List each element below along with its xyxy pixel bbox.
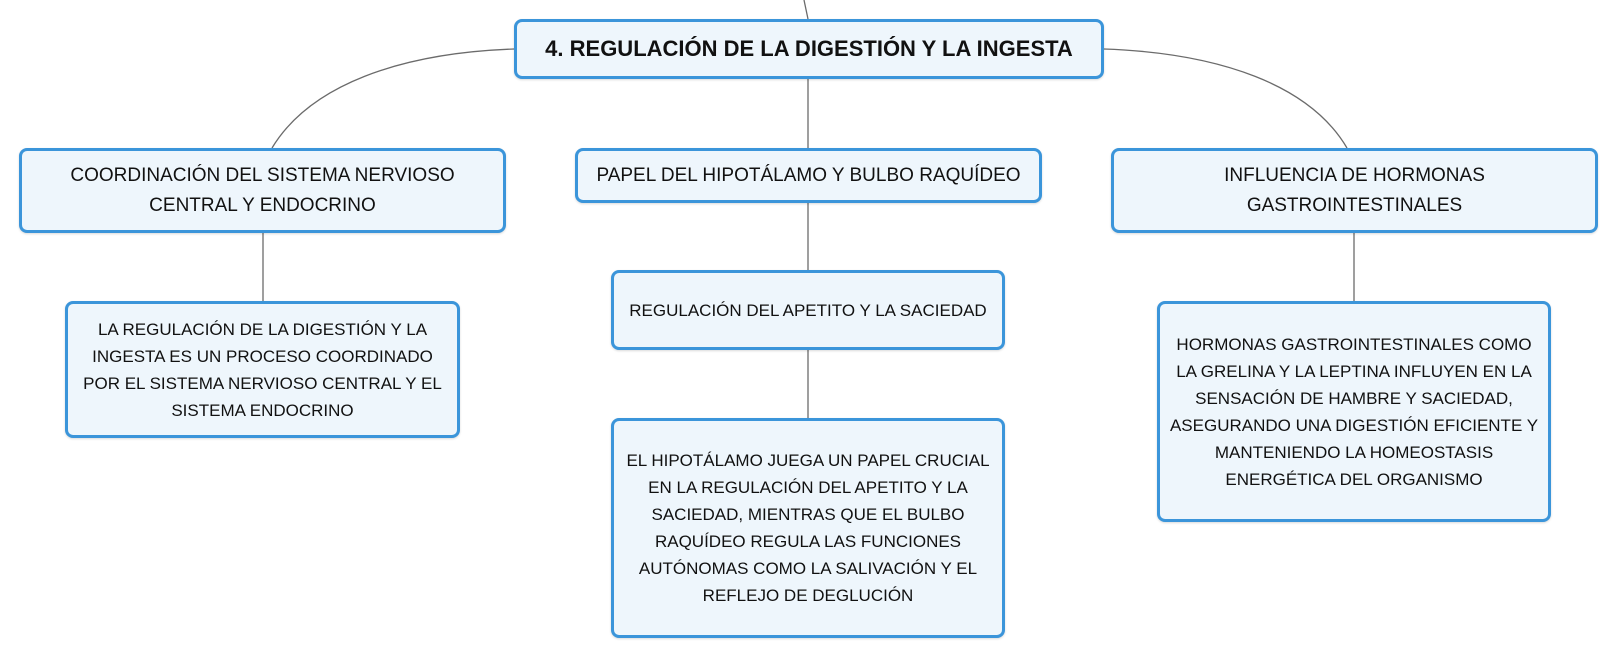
subtopic-label-coordination-detail: LA REGULACIÓN DE LA DIGESTIÓN Y LA INGES…: [83, 319, 442, 420]
topic-label-hormones: INFLUENCIA DE HORMONAS GASTROINTESTINALE…: [1224, 164, 1485, 216]
topic-node-hormones[interactable]: INFLUENCIA DE HORMONAS GASTROINTESTINALE…: [1111, 148, 1598, 233]
subtopic-node-appetite[interactable]: REGULACIÓN DEL APETITO Y LA SACIEDAD: [611, 270, 1005, 350]
subtopic-node-coordination-detail[interactable]: LA REGULACIÓN DE LA DIGESTIÓN Y LA INGES…: [65, 301, 460, 438]
subtopic-label-hormones-detail: HORMONAS GASTROINTESTINALES COMO LA GREL…: [1169, 334, 1539, 489]
connector-root-left: [271, 48, 515, 149]
topic-label-hypothalamus: PAPEL DEL HIPOTÁLAMO Y BULBO RAQUÍDEO: [596, 164, 1021, 186]
topic-node-coordination[interactable]: COORDINACIÓN DEL SISTEMA NERVIOSO CENTRA…: [19, 148, 506, 233]
subtopic-node-hormones-detail[interactable]: HORMONAS GASTROINTESTINALES COMO LA GREL…: [1157, 301, 1551, 522]
root-topic-title: 4. REGULACIÓN DE LA DIGESTIÓN Y LA INGES…: [545, 36, 1073, 61]
subtopic-node-hypothalamus-detail[interactable]: EL HIPOTÁLAMO JUEGA UN PAPEL CRUCIAL EN …: [611, 418, 1005, 638]
subtopic-label-appetite: REGULACIÓN DEL APETITO Y LA SACIEDAD: [629, 300, 987, 320]
connector-parent-stub: [803, 0, 809, 20]
topic-label-coordination: COORDINACIÓN DEL SISTEMA NERVIOSO CENTRA…: [70, 164, 455, 216]
subtopic-label-hypothalamus-detail: EL HIPOTÁLAMO JUEGA UN PAPEL CRUCIAL EN …: [626, 451, 990, 605]
root-topic-node[interactable]: 4. REGULACIÓN DE LA DIGESTIÓN Y LA INGES…: [514, 19, 1104, 79]
connector-root-right: [1103, 48, 1348, 149]
topic-node-hypothalamus[interactable]: PAPEL DEL HIPOTÁLAMO Y BULBO RAQUÍDEO: [575, 148, 1042, 203]
